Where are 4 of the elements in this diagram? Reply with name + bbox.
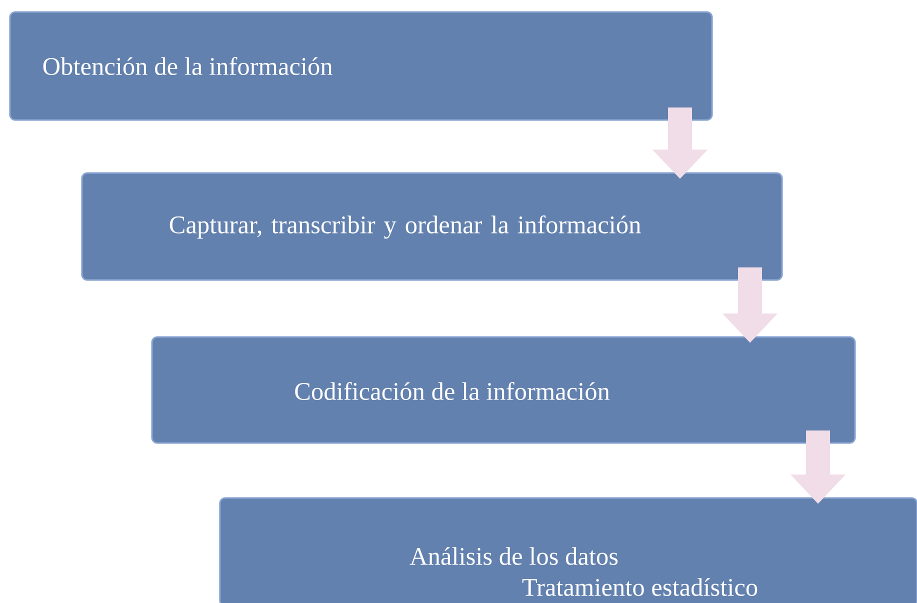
process-box: Obtención de la información: [9, 11, 713, 121]
process-box: Análisis de los datos Tratamiento estadístico: [219, 497, 917, 603]
process-box: Capturar, transcribir y ordenar la información: [81, 172, 783, 281]
process-box: Codificación de la información: [151, 336, 856, 444]
